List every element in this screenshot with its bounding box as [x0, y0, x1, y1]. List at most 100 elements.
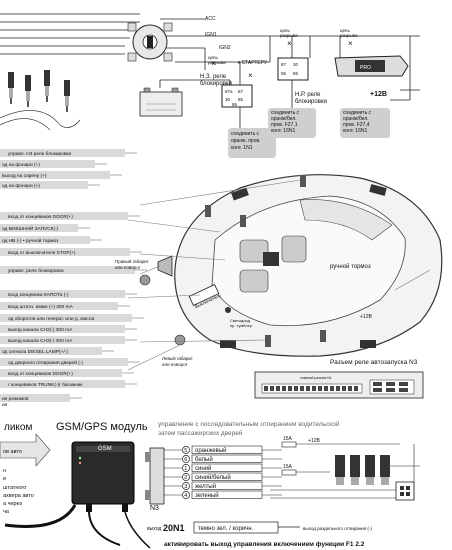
left-label-bar — [0, 325, 125, 333]
left-label-bar — [0, 181, 88, 189]
left-label-text: выход канала CH2(-) 300 mA — [8, 327, 73, 333]
connector-pin — [324, 386, 328, 391]
connector-sub: главный разъем N1 — [300, 376, 332, 380]
car-illustration — [127, 174, 443, 371]
wire-pin-number: 1 — [184, 466, 187, 472]
connector-pin — [399, 388, 408, 392]
left-label-bar — [0, 212, 128, 220]
siren-device-icon: PRO — [334, 55, 409, 77]
battery-icon — [139, 87, 183, 117]
svg-text:87: 87 — [238, 89, 244, 94]
svg-text:×: × — [248, 71, 253, 80]
ign2-label: IGN2 — [219, 45, 231, 51]
br-relays — [270, 441, 420, 501]
svg-text:30: 30 — [225, 97, 231, 102]
svg-text:87: 87 — [281, 62, 287, 67]
connector-pin — [330, 386, 334, 391]
left-label-bar — [0, 314, 132, 322]
left-label-text: од НВ (-) • ручной тормоз — [2, 237, 59, 244]
left-label-bar — [0, 290, 125, 298]
bottom-left-title: ликом — [4, 422, 32, 433]
left-label-text: од дверного отпирания дверей (-) — [8, 359, 83, 366]
output-desc: выход раздельного отпирания (-) — [303, 526, 372, 531]
handbrake-label: ручной тормоз — [330, 263, 371, 270]
wire-pin-circle — [182, 446, 190, 454]
bl-line-3: штатного — [3, 485, 26, 491]
left-label-text: управл. Н3 реле блокировки — [8, 151, 71, 157]
bl-line-5: а через — [3, 501, 23, 507]
connector-pin — [318, 386, 322, 391]
left-label-bars: управл. Н3 реле блокировки од на фонари (… — [0, 149, 147, 408]
connector-pin — [348, 386, 352, 391]
left-label-text: од сигнала DIESEL LAMP(+/-) — [2, 349, 68, 355]
connector-pin — [386, 382, 395, 386]
left-label-text: од оборотов или генерат. или д. масла — [8, 316, 94, 322]
bottom-caption: активировать выход управления включением… — [164, 541, 365, 548]
svg-text:87a: 87a — [225, 89, 233, 94]
top-wiring: × × × × — [0, 13, 420, 101]
n3-plug — [145, 447, 165, 505]
left-label-bar — [0, 236, 90, 244]
left-label-bar — [0, 248, 130, 256]
left-label-text: од на фонари (+) — [2, 162, 40, 168]
left-label-bar — [0, 224, 78, 232]
connector-pin — [276, 386, 280, 391]
left-label-bar — [0, 302, 118, 310]
connector-n3: главный разъем N1 — [254, 371, 424, 399]
connector-pin — [373, 382, 382, 386]
left-label-text: вход от выключателя STOP(+) — [8, 250, 76, 256]
left-label-bar — [0, 336, 125, 344]
svg-text:85: 85 — [281, 71, 287, 76]
plus12-car: +12В — [360, 314, 372, 320]
left-label-bar — [0, 347, 102, 355]
left-label-bar — [0, 369, 122, 377]
br-heading: управление с последовательным отпиранием… — [158, 420, 340, 437]
left-label-text: вход штатн. иммо (+) 300 mA — [8, 304, 74, 310]
wire-color-label: желтый — [195, 483, 216, 490]
svg-text:PRO: PRO — [360, 65, 371, 71]
bl-line-0: ов авто — [3, 449, 22, 455]
starter-label: к СТАРТЕРУ — [238, 60, 268, 66]
connector-pin — [288, 386, 292, 391]
wire-color-label: синий/белый — [195, 474, 231, 481]
bl-line-6: ча — [3, 509, 10, 515]
left-label-bar — [0, 358, 128, 366]
fuse-label-2: 15A — [283, 464, 293, 470]
connector-pin — [312, 386, 316, 391]
wire-color-label: оранжевый — [195, 447, 227, 454]
svg-text:×: × — [287, 39, 292, 48]
left-label-bar — [0, 394, 70, 402]
bl-line-1: н — [3, 468, 6, 474]
gsm-device-label: GSM — [98, 446, 112, 452]
gsm-module-icon — [71, 441, 135, 512]
connector-pin — [264, 386, 268, 391]
left-label-text: од ВНЕШНИЙ ЗАПУСК(-) — [2, 224, 59, 232]
wire-pin-number: 5 — [184, 448, 187, 454]
left-label-bar — [0, 266, 135, 274]
ign1-label: IGN1 — [205, 32, 217, 38]
connector-pin — [306, 386, 310, 391]
fuse-label-1: 15A — [283, 436, 293, 442]
left-label-text: выход на сирену (+) — [2, 173, 47, 179]
left-label-text: вход от концевиков DOOR(+) — [8, 214, 73, 220]
left-label-bar — [0, 160, 95, 168]
output-id: 20N1 — [163, 523, 185, 533]
left-label-bar — [0, 149, 125, 157]
left-label-bar — [0, 380, 125, 388]
connector-pin — [386, 388, 395, 392]
gsm-title: GSM/GPS модуль — [56, 421, 148, 433]
relay-nr: 87 30 85 86 — [277, 57, 309, 81]
n3-label: N3 — [150, 505, 159, 512]
bl-line-2: и — [3, 476, 6, 482]
left-label-text: вход от концевиков DOOR(+) — [8, 371, 73, 377]
output-left-label: выход — [147, 526, 161, 532]
connector-pin — [399, 382, 408, 386]
left-label-text: вход концевика КАПОТа (-) — [8, 292, 69, 298]
